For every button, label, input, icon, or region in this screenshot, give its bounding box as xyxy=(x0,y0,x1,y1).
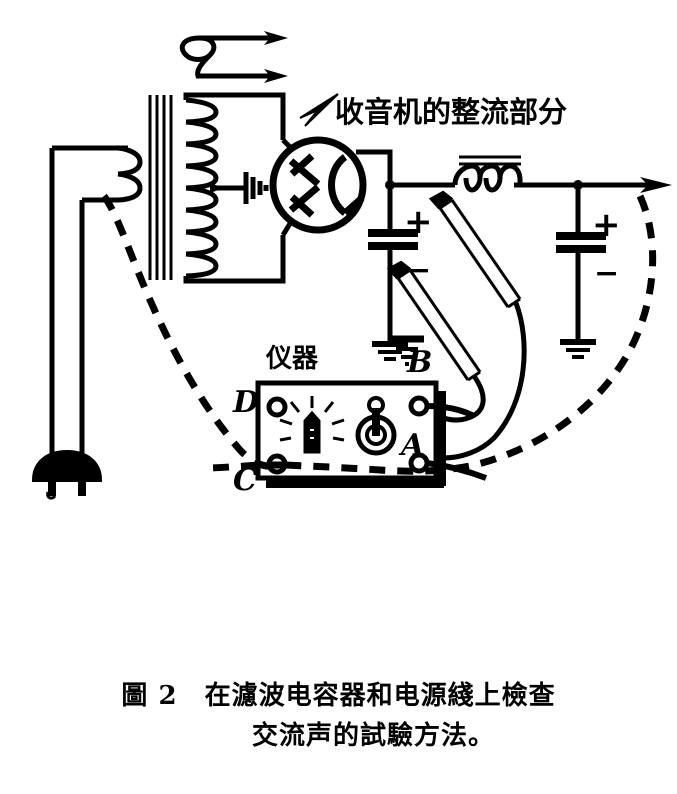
capacitor-1-minus-label: − xyxy=(406,253,431,288)
test-probe-upper[interactable] xyxy=(428,190,522,309)
terminal-b-label: B xyxy=(406,345,432,380)
terminal-b-lead xyxy=(426,403,476,419)
transformer-secondary-coil xyxy=(185,97,219,279)
filter-capacitor-1 xyxy=(368,185,418,342)
choke-core xyxy=(459,155,521,166)
tube-output-lead xyxy=(356,149,393,185)
rectifier-annotation-label: 收音机的整流部分 xyxy=(335,95,567,129)
dashed-lead-mains-to-d xyxy=(101,193,273,470)
terminal-d-post xyxy=(266,396,288,418)
filament-arrow-top xyxy=(264,31,288,45)
caption-line-2: 交流声的試驗方法。 xyxy=(251,721,495,751)
ac-plug-cord xyxy=(49,145,118,455)
toggle-switch-icon[interactable] xyxy=(355,396,397,456)
rectifier-tube-icon xyxy=(269,136,367,234)
center-tap-ground xyxy=(210,172,269,204)
capacitor-1-plus-label: + xyxy=(404,202,433,242)
figure-caption: 圖 2 在濾波电容器和电源綫上檢查 交流声的試驗方法。 xyxy=(0,676,677,756)
filament-winding-icon xyxy=(179,35,277,79)
dashed-lead-through-box xyxy=(203,461,286,472)
output-arrow xyxy=(640,177,672,193)
rectifier-annotation-arrow xyxy=(299,93,339,127)
caption-line-1: 圖 2 在濾波电容器和电源綫上檢查 xyxy=(121,681,556,711)
filter-capacitor-2 xyxy=(556,185,606,340)
terminal-d-label: D xyxy=(232,385,259,420)
dashed-lead-bplus-to-c xyxy=(284,194,657,475)
terminal-a-label: A xyxy=(398,428,424,463)
ground-symbol-3 xyxy=(390,335,424,366)
ac-plug-icon xyxy=(31,449,103,500)
terminal-b-post xyxy=(408,395,430,417)
ground-symbol-1 xyxy=(372,341,408,361)
transformer-primary-coil xyxy=(117,145,143,203)
capacitor-2-plus-label: + xyxy=(592,205,621,245)
test-probe-lower[interactable] xyxy=(386,260,482,382)
transformer-core xyxy=(148,95,173,280)
instrument-label: 仪器 xyxy=(265,344,319,374)
neon-lamp-icon xyxy=(279,396,345,454)
secondary-leads xyxy=(183,92,286,284)
terminal-c-label: C xyxy=(233,463,257,498)
ground-symbol-2 xyxy=(560,339,596,359)
filament-arrow-bottom xyxy=(264,69,288,83)
filter-choke-icon xyxy=(452,163,523,193)
probe-upper-lead xyxy=(442,302,527,461)
capacitor-2-minus-label: − xyxy=(594,256,619,291)
